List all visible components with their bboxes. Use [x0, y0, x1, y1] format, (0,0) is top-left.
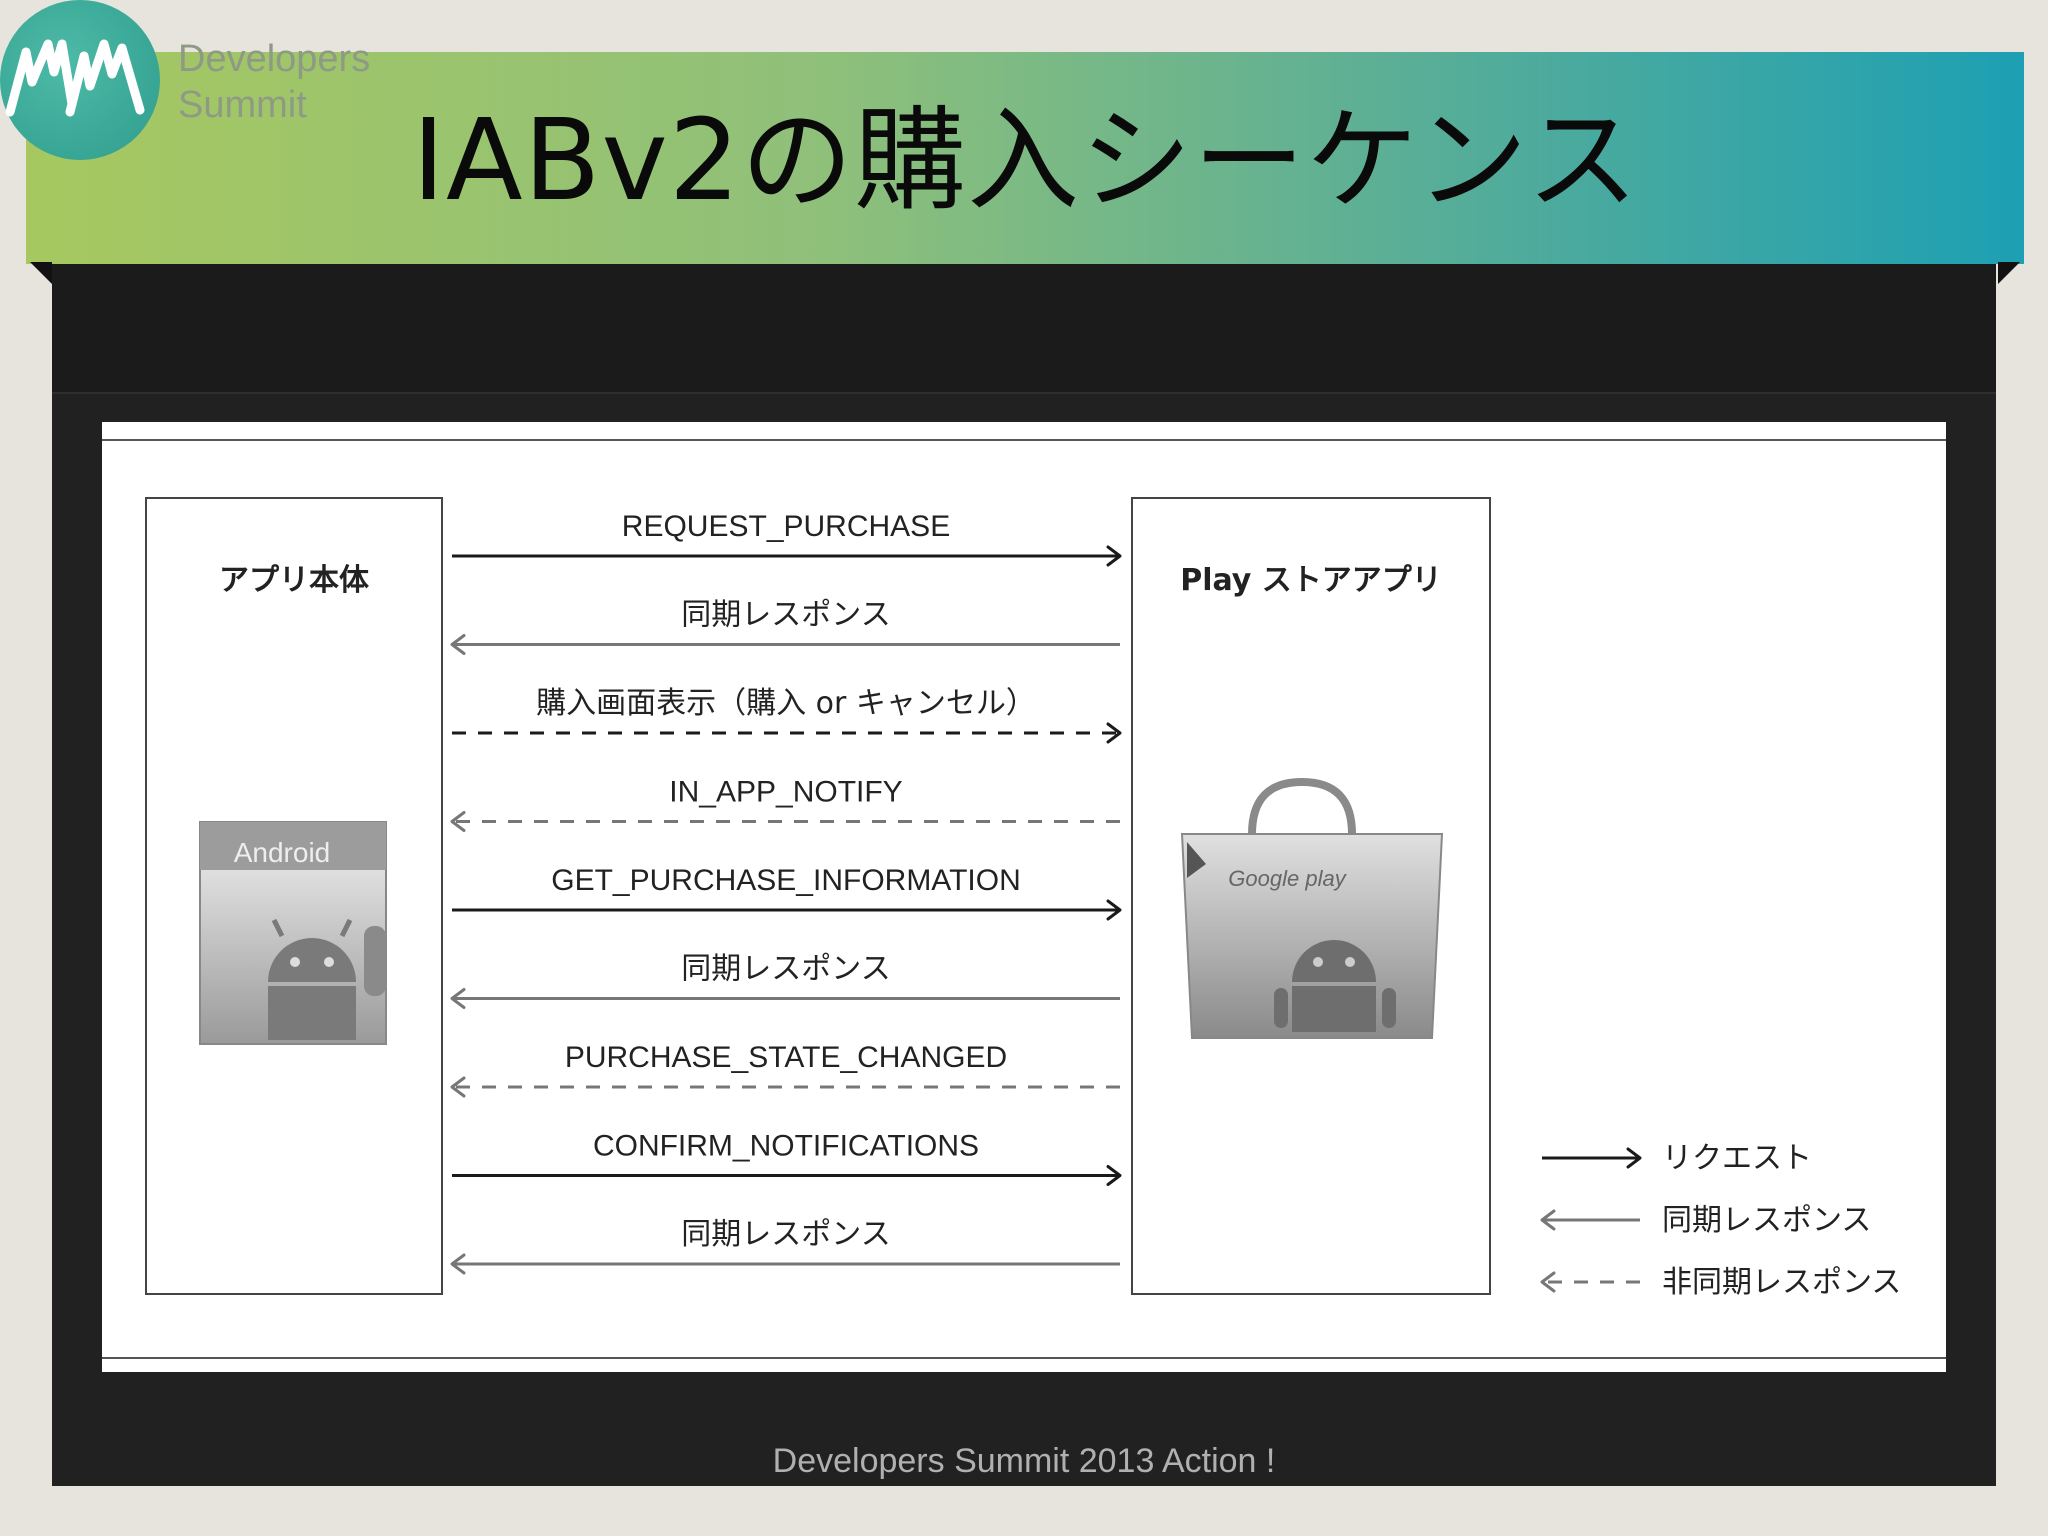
legend-item-3: 非同期レスポンス [1540, 1265, 1901, 1300]
title-band [26, 52, 2024, 264]
google-play-label: Google play [1228, 866, 1347, 891]
legend-item-1-label: リクエスト [1662, 1141, 1812, 1176]
message-3-arrowhead [1106, 722, 1122, 744]
sequence-diagram: アプリ本体 Android Play ストアアプリ [102, 422, 1946, 1372]
message-1: REQUEST_PURCHASE [452, 510, 1122, 567]
play-store-box [1131, 497, 1491, 1295]
message-1-arrowhead [1106, 545, 1122, 567]
google-play-bag-icon: Google play [1180, 777, 1444, 1039]
message-7-arrowhead [450, 1076, 466, 1098]
legend-item-2: 同期レスポンス [1540, 1203, 1871, 1238]
message-4-label: IN_APP_NOTIFY [669, 776, 902, 809]
message-4: IN_APP_NOTIFY [450, 776, 1120, 832]
message-5-label: GET_PURCHASE_INFORMATION [551, 864, 1021, 897]
diagram-background [102, 422, 1946, 1372]
message-9-label: 同期レスポンス [681, 1217, 890, 1252]
message-8-arrowhead [1106, 1165, 1122, 1186]
band-fold-right [1998, 262, 2020, 284]
message-2-label: 同期レスポンス [681, 598, 890, 633]
android-icon-label: Android [234, 837, 331, 868]
message-7-label: PURCHASE_STATE_CHANGED [565, 1041, 1007, 1074]
legend-item-2-label: 同期レスポンス [1662, 1203, 1871, 1238]
app-box [145, 497, 443, 1295]
content-panel-header [52, 262, 1996, 394]
app-box-title: アプリ本体 [219, 563, 370, 598]
band-fold-left [30, 262, 52, 284]
message-4-arrowhead [450, 811, 466, 832]
legend-item-2-arrowhead [1540, 1209, 1556, 1231]
android-app-icon: Android [199, 821, 387, 1045]
legend-item-1-arrowhead [1626, 1147, 1642, 1169]
message-6: 同期レスポンス [450, 952, 1120, 1009]
message-7: PURCHASE_STATE_CHANGED [450, 1041, 1120, 1098]
message-5-arrowhead [1106, 899, 1122, 921]
message-2: 同期レスポンス [450, 598, 1120, 655]
message-3: 購入画面表示（購入 or キャンセル） [452, 686, 1122, 744]
message-6-arrowhead [450, 988, 466, 1009]
legend-item-3-arrowhead [1540, 1271, 1556, 1293]
legend-item-3-label: 非同期レスポンス [1662, 1265, 1901, 1300]
logo-text-line2: Summit [178, 84, 307, 126]
message-5: GET_PURCHASE_INFORMATION [452, 864, 1122, 921]
message-3-label: 購入画面表示（購入 or キャンセル） [536, 686, 1036, 721]
message-8-label: CONFIRM_NOTIFICATIONS [593, 1130, 979, 1163]
message-6-label: 同期レスポンス [681, 952, 890, 987]
play-store-box-title: Play ストアアプリ [1180, 563, 1442, 598]
message-8: CONFIRM_NOTIFICATIONS [452, 1130, 1122, 1186]
footer-text: Developers Summit 2013 Action ! [772, 1442, 1276, 1480]
slide-title: IABv2の購入シーケンス [412, 96, 1640, 226]
message-9-arrowhead [450, 1253, 466, 1275]
developers-summit-logo-icon [0, 0, 160, 160]
message-2-arrowhead [450, 634, 466, 655]
logo-text-line1: Developers [178, 38, 371, 80]
message-1-label: REQUEST_PURCHASE [622, 510, 950, 543]
message-9: 同期レスポンス [450, 1217, 1120, 1275]
legend-item-1: リクエスト [1542, 1141, 1812, 1176]
